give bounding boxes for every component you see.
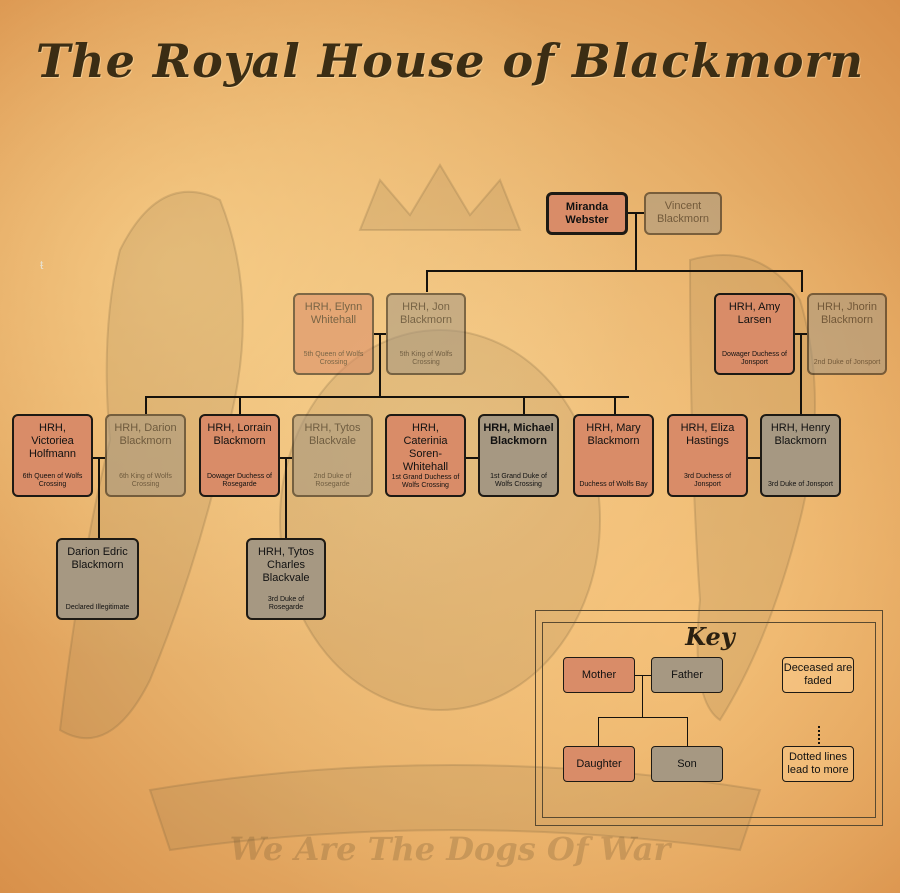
person-title: 1st Grand Duchess of Wolfs Crossing xyxy=(391,474,460,489)
person-name: HRH, Darion Blackmorn xyxy=(114,422,177,447)
person-name: HRH, Victoriea Holfmann xyxy=(28,422,77,460)
person-title: Declared Illegitimate xyxy=(65,604,130,611)
drop-line-mary xyxy=(614,396,616,414)
sibling-line-gen2 xyxy=(426,270,802,272)
person-name: HRH, Caterinia Soren-Whitehall xyxy=(402,422,449,473)
stray-glyph: ŧ xyxy=(40,258,44,272)
person-title: 5th King of Wolfs Crossing xyxy=(399,351,453,366)
person-vincent[interactable]: Vincent Blackmorn xyxy=(644,192,722,235)
sibling-line-gen3 xyxy=(145,396,629,398)
person-mary[interactable]: HRH, Mary Blackmorn Duchess of Wolfs Bay xyxy=(573,414,654,497)
key-dotted-note: Dotted lines lead to more xyxy=(782,746,854,782)
person-tytos[interactable]: HRH, Tytos Blackvale 2nd Duke of Rosegar… xyxy=(292,414,373,497)
descent-line-gen2a xyxy=(379,334,381,398)
person-name: HRH, Michael Blackmorn xyxy=(483,422,554,447)
person-name: HRH, Henry Blackmorn xyxy=(770,422,831,447)
drop-line-lorrain xyxy=(239,396,241,414)
person-jhorin[interactable]: HRH, Jhorin Blackmorn 2nd Duke of Jonspo… xyxy=(807,293,887,375)
drop-line-jhorin xyxy=(801,270,803,292)
drop-line-darion xyxy=(145,396,147,414)
person-tytos-charles[interactable]: HRH, Tytos Charles Blackvale 3rd Duke of… xyxy=(246,538,326,620)
person-name: HRH, Eliza Hastings xyxy=(680,422,735,447)
motto-watermark: We Are The Dogs Of War xyxy=(229,830,671,868)
key-deceased-note-text: Deceased are faded xyxy=(783,662,853,687)
key-drop-son xyxy=(687,717,688,746)
person-title: 6th Queen of Wolfs Crossing xyxy=(22,473,83,488)
descent-line-tytos-charles xyxy=(285,458,287,538)
descent-line-gen2b xyxy=(800,334,802,416)
key-daughter: Daughter xyxy=(563,746,635,782)
key-daughter-label: Daughter xyxy=(576,758,622,770)
marriage-line-caterina-michael xyxy=(466,457,478,459)
person-jon[interactable]: HRH, Jon Blackmorn 5th King of Wolfs Cro… xyxy=(386,293,466,375)
person-name: HRH, Tytos Charles Blackvale xyxy=(257,546,315,584)
drop-line-michael xyxy=(523,396,525,414)
person-amy[interactable]: HRH, Amy Larsen Dowager Duchess of Jonsp… xyxy=(714,293,795,375)
person-name: HRH, Elynn Whitehall xyxy=(304,301,363,326)
key-mother-label: Mother xyxy=(581,669,617,681)
person-victoriea[interactable]: HRH, Victoriea Holfmann 6th Queen of Wol… xyxy=(12,414,93,497)
key-mother: Mother xyxy=(563,657,635,693)
person-title: 5th Queen of Wolfs Crossing xyxy=(303,351,364,366)
person-title: 3rd Duke of Rosegarde xyxy=(267,596,305,611)
key-title: Key xyxy=(685,622,735,651)
person-title: Duchess of Wolfs Bay xyxy=(579,481,648,488)
drop-line-jon xyxy=(426,270,428,292)
marriage-line-eliza-henry xyxy=(748,457,760,459)
person-title: Dowager Duchess of Jonsport xyxy=(722,351,787,366)
person-eliza[interactable]: HRH, Eliza Hastings 3rd Duchess of Jonsp… xyxy=(667,414,748,497)
person-name: Miranda Webster xyxy=(565,201,609,226)
person-title: 3rd Duchess of Jonsport xyxy=(683,473,732,488)
descent-line-gen1 xyxy=(635,213,637,271)
key-dotted-line-sample xyxy=(818,726,820,744)
crown-shape xyxy=(358,163,522,231)
person-name: HRH, Amy Larsen xyxy=(728,301,781,326)
key-deceased-note: Deceased are faded xyxy=(782,657,854,693)
person-michael[interactable]: HRH, Michael Blackmorn 1st Grand Duke of… xyxy=(478,414,559,497)
person-elynn[interactable]: HRH, Elynn Whitehall 5th Queen of Wolfs … xyxy=(293,293,374,375)
key-inner-frame xyxy=(542,622,876,818)
person-title: 1st Grand Duke of Wolfs Crossing xyxy=(490,473,547,488)
key-descent-line xyxy=(642,675,643,718)
person-title: 2nd Duke of Jonsport xyxy=(813,359,881,366)
person-name: HRH, Tytos Blackvale xyxy=(304,422,361,447)
person-henry[interactable]: HRH, Henry Blackmorn 3rd Duke of Jonspor… xyxy=(760,414,841,497)
person-title: 6th King of Wolfs Crossing xyxy=(119,473,172,488)
person-lorrain[interactable]: HRH, Lorrain Blackmorn Dowager Duchess o… xyxy=(199,414,280,497)
key-sibling-line xyxy=(598,717,688,718)
key-son-label: Son xyxy=(677,758,697,770)
person-name: HRH, Mary Blackmorn xyxy=(586,422,641,447)
person-name: HRH, Jon Blackmorn xyxy=(400,301,452,326)
person-title: 3rd Duke of Jonsport xyxy=(768,481,833,488)
person-name: HRH, Lorrain Blackmorn xyxy=(207,422,272,447)
key-dotted-note-text: Dotted lines lead to more xyxy=(787,751,849,776)
person-caterina[interactable]: HRH, Caterinia Soren-Whitehall 1st Grand… xyxy=(385,414,466,497)
key-father-label: Father xyxy=(671,669,703,681)
page-title: The Royal House of Blackmorn xyxy=(35,34,865,88)
key-drop-daughter xyxy=(598,717,599,746)
person-name: HRH, Jhorin Blackmorn xyxy=(817,301,877,326)
key-father: Father xyxy=(651,657,723,693)
person-darion[interactable]: HRH, Darion Blackmorn 6th King of Wolfs … xyxy=(105,414,186,497)
person-miranda[interactable]: Miranda Webster xyxy=(546,192,628,235)
person-darion-edric[interactable]: Darion Edric Blackmorn Declared Illegiti… xyxy=(56,538,139,620)
key-son: Son xyxy=(651,746,723,782)
person-title: Dowager Duchess of Rosegarde xyxy=(207,473,272,488)
key-outer-frame xyxy=(535,610,883,826)
banner-shape xyxy=(148,764,762,852)
key-marriage-line xyxy=(635,675,651,676)
person-name: Darion Edric Blackmorn xyxy=(67,546,128,571)
person-title: 2nd Duke of Rosegarde xyxy=(313,473,352,488)
person-name: Vincent Blackmorn xyxy=(657,200,709,225)
descent-line-darion-edric xyxy=(98,458,100,538)
